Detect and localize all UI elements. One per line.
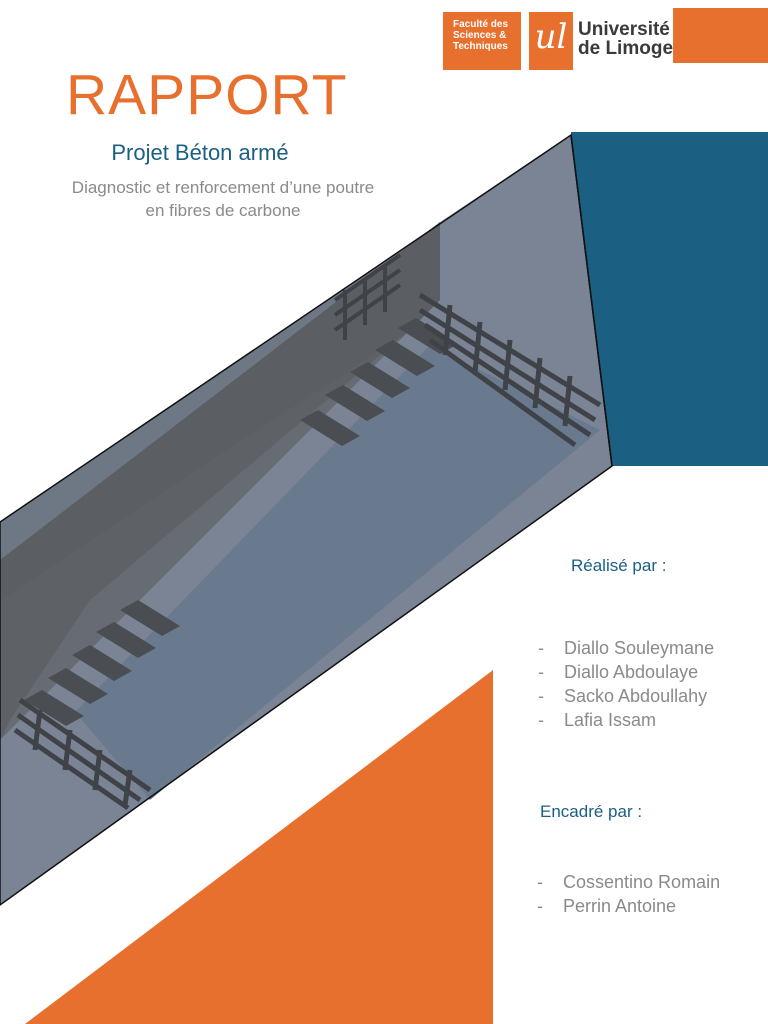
list-item: -Diallo Souleymane bbox=[538, 638, 715, 658]
author-name: Lafia Issam bbox=[564, 710, 657, 730]
authors-label: Réalisé par : bbox=[571, 556, 667, 575]
list-item: -Sacko Abdoullahy bbox=[538, 686, 708, 706]
faculty-logo: Faculté des Sciences & Techniques bbox=[443, 12, 521, 70]
university-name-line2: de Limoges bbox=[578, 38, 684, 59]
author-name: Sacko Abdoullahy bbox=[564, 686, 708, 706]
university-monogram-logo: ul bbox=[529, 12, 573, 70]
project-description: Diagnostic et renforcement d’une poutre … bbox=[0, 176, 446, 222]
supervisor-name: Perrin Antoine bbox=[563, 896, 677, 916]
university-name-line1: Université bbox=[578, 19, 670, 40]
supervisor-name: Cossentino Romain bbox=[563, 872, 721, 892]
authors-list: -Diallo Souleymane -Diallo Abdoulaye -Sa… bbox=[538, 636, 714, 732]
orange-accent-rect bbox=[673, 8, 768, 63]
beam-illustration bbox=[0, 133, 613, 906]
supervisors-label: Encadré par : bbox=[540, 802, 643, 821]
university-name: Université de Limoges bbox=[578, 20, 684, 58]
orange-triangle bbox=[25, 670, 493, 1024]
faculty-logo-text: Faculté des Sciences & Techniques bbox=[453, 19, 509, 52]
list-item: -Cossentino Romain bbox=[537, 872, 721, 892]
description-line2: en fibres de carbone bbox=[145, 201, 301, 220]
list-item: -Perrin Antoine bbox=[537, 896, 677, 916]
author-name: Diallo Souleymane bbox=[564, 638, 715, 658]
list-item: -Lafia Issam bbox=[538, 710, 657, 730]
project-subtitle: Projet Béton armé bbox=[111, 140, 289, 165]
report-title: RAPPORT bbox=[66, 63, 348, 127]
author-name: Diallo Abdoulaye bbox=[564, 662, 699, 682]
list-item: -Diallo Abdoulaye bbox=[538, 662, 699, 682]
supervisors-list: -Cossentino Romain -Perrin Antoine bbox=[537, 870, 720, 918]
description-line1: Diagnostic et renforcement d’une poutre bbox=[71, 178, 375, 197]
